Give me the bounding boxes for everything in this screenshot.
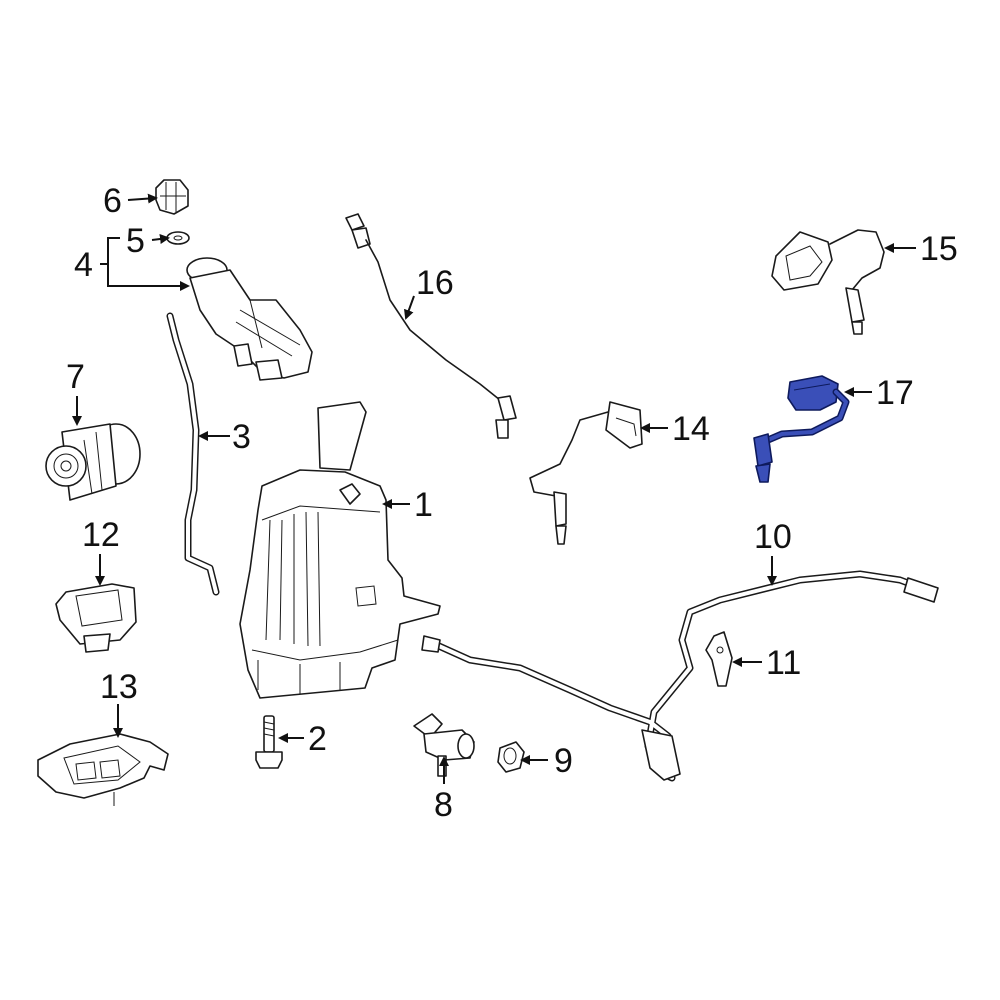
leader-5 xyxy=(151,234,170,244)
callout-13: 13 xyxy=(100,668,138,706)
part-1-reservoir[interactable] xyxy=(239,401,441,699)
callout-9: 9 xyxy=(554,742,573,780)
part-11-bracket[interactable] xyxy=(705,631,733,687)
callout-10: 10 xyxy=(754,518,792,556)
callout-3: 3 xyxy=(232,418,251,456)
callout-5: 5 xyxy=(126,222,145,260)
part-14-sensor[interactable] xyxy=(529,401,643,545)
leader-6 xyxy=(127,193,158,204)
callout-1: 1 xyxy=(414,486,433,524)
callout-17: 17 xyxy=(876,374,914,412)
callout-11: 11 xyxy=(766,644,801,682)
leaders xyxy=(72,193,916,784)
callout-12: 12 xyxy=(82,516,120,554)
callout-8: 8 xyxy=(434,786,453,824)
part-9-plug[interactable] xyxy=(497,741,525,773)
part-12-actuator[interactable] xyxy=(55,583,137,653)
callout-2: 2 xyxy=(308,720,327,758)
part-13-gasket[interactable] xyxy=(37,733,169,806)
part-17-sensor-highlighted[interactable] xyxy=(753,375,850,483)
part-7-motor[interactable] xyxy=(45,423,141,501)
leader-4 xyxy=(107,237,190,291)
part-6-cap[interactable] xyxy=(155,179,189,215)
part-16-harness[interactable] xyxy=(345,213,517,439)
leader-16 xyxy=(404,295,415,320)
part-8-valve[interactable] xyxy=(413,713,475,777)
callout-labels: 6 5 4 3 7 12 13 1 2 8 9 10 11 14 15 16 1… xyxy=(66,182,958,824)
part-15-sensor[interactable] xyxy=(771,229,885,335)
part-2-bolt[interactable] xyxy=(255,715,283,769)
callout-7: 7 xyxy=(66,358,85,396)
part-3-tube[interactable] xyxy=(166,312,220,596)
callout-16: 16 xyxy=(416,264,454,302)
callout-4: 4 xyxy=(74,246,93,284)
callout-14: 14 xyxy=(672,410,710,448)
part-5-washer[interactable] xyxy=(166,231,190,245)
part-4-pump[interactable] xyxy=(186,257,313,381)
callout-6: 6 xyxy=(103,182,122,220)
callout-15: 15 xyxy=(920,230,958,268)
part-10-hose[interactable] xyxy=(421,570,939,782)
